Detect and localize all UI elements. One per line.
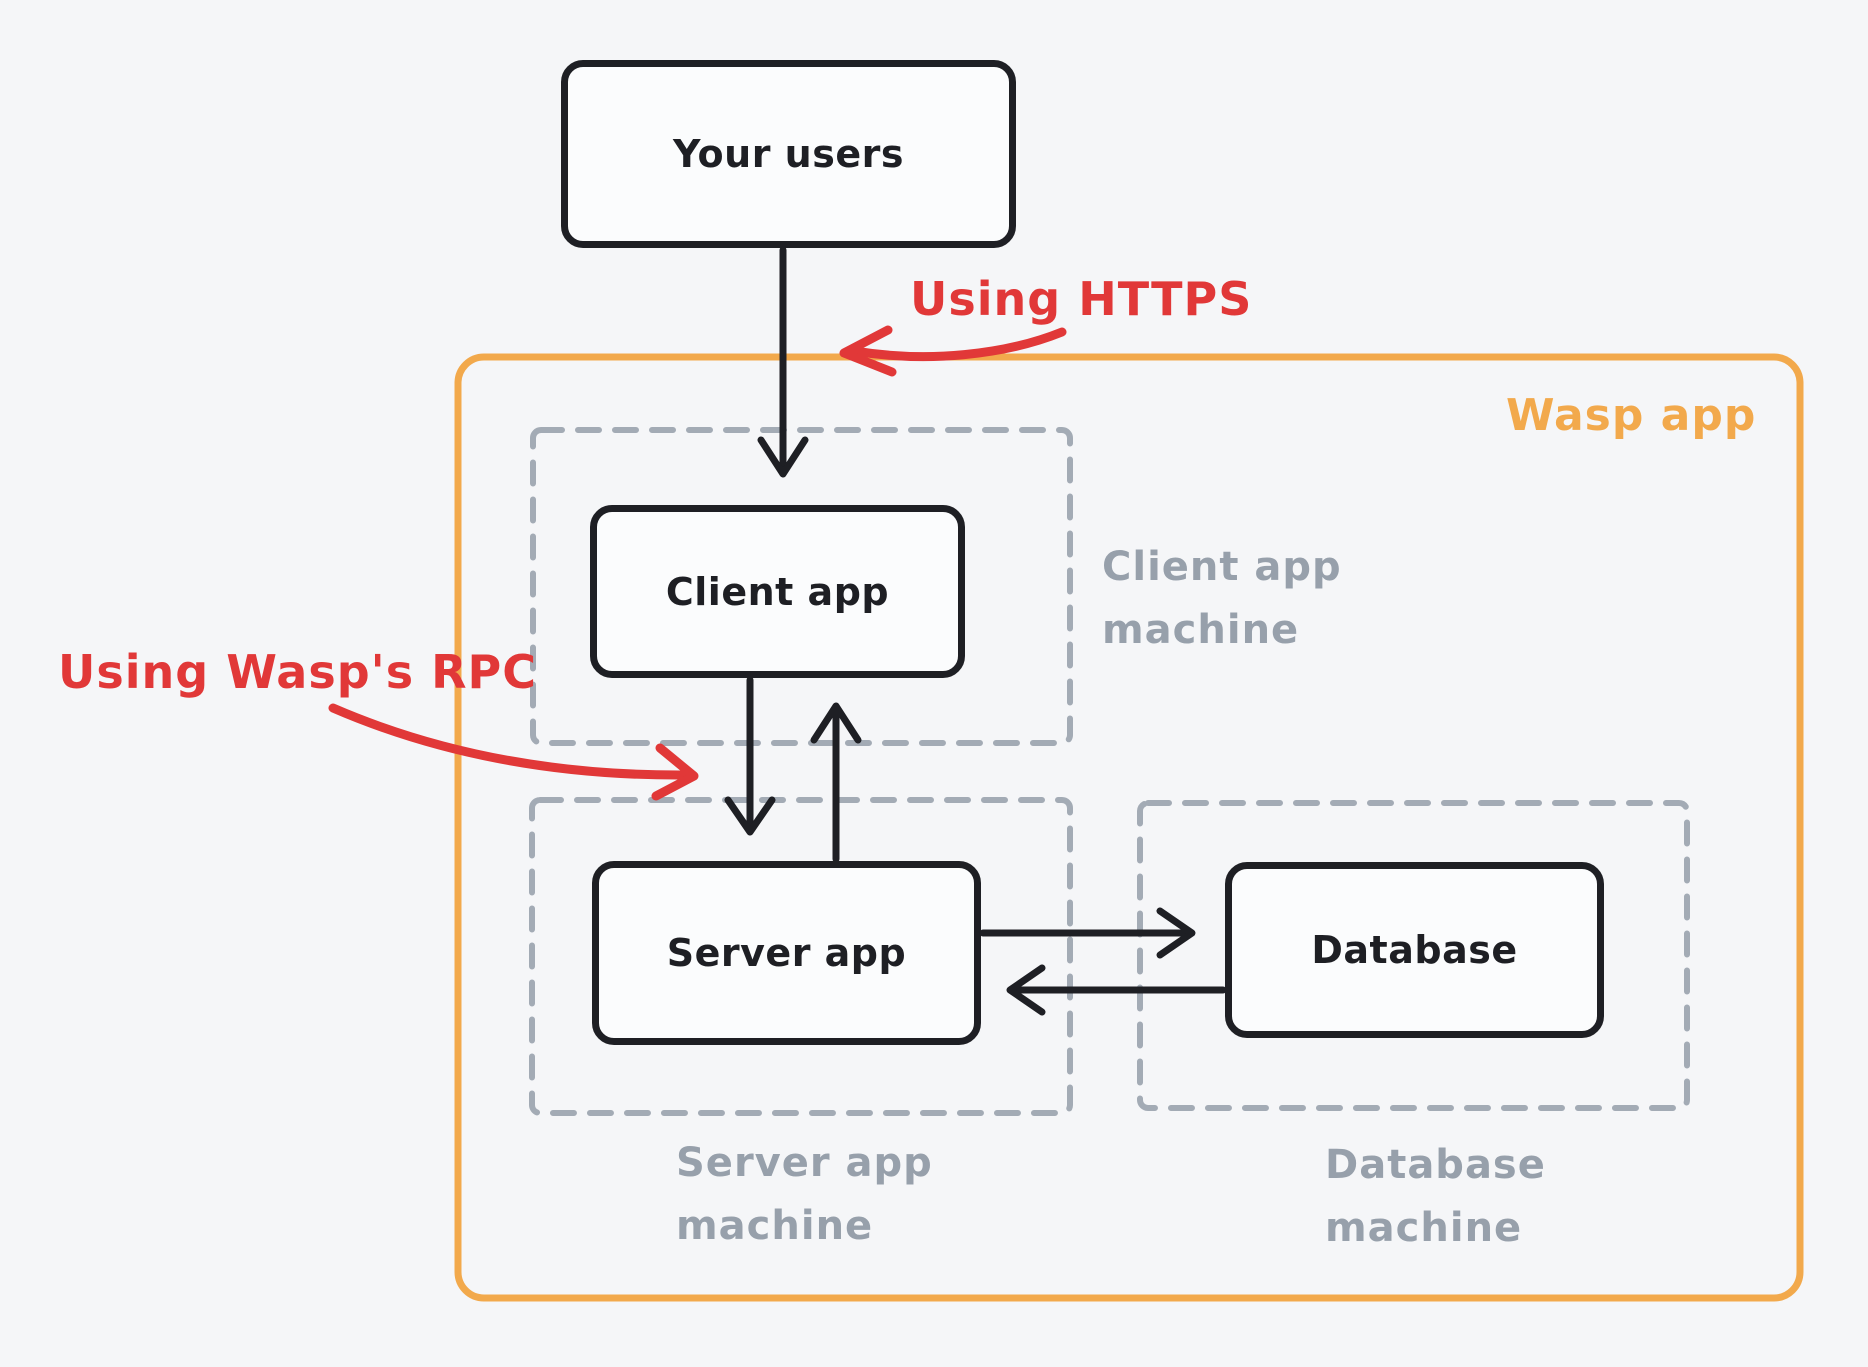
database-machine-label: Database machine [1325,1134,1546,1260]
server-machine-label-line1: Server app [676,1140,933,1186]
client-app-node: Client app [590,505,965,678]
arrow-database-to-server [1006,964,1227,1016]
database-label: Database [1311,928,1518,972]
wasp-app-label: Wasp app [1506,390,1757,441]
arrow-annotation-https [839,325,1067,377]
wasp-app-boundary [454,353,1804,1302]
your-users-node: Your users [561,60,1016,248]
database-node: Database [1225,862,1604,1038]
server-machine-label: Server app machine [676,1132,933,1258]
using-wasps-rpc-annotation: Using Wasp's RPC [58,645,538,699]
server-app-node: Server app [592,861,981,1045]
arrow-annotation-rpc [328,703,699,801]
arrow-client-to-server [724,676,776,836]
database-machine-boundary [1137,800,1690,1111]
server-machine-label-line2: machine [676,1203,874,1250]
server-machine-boundary [529,797,1073,1116]
arrow-server-to-client [810,702,862,863]
database-machine-label-line2: machine [1325,1205,1523,1252]
using-https-annotation: Using HTTPS [910,272,1253,326]
client-app-label: Client app [665,569,890,614]
client-machine-label: Client app machine [1102,536,1342,662]
client-machine-label-line2: machine [1102,607,1300,654]
arrow-users-to-client [757,246,809,478]
client-machine-label-line1: Client app [1102,544,1342,590]
your-users-label: Your users [673,132,904,176]
database-machine-label-line1: Database [1325,1142,1546,1188]
arrow-server-to-database [979,907,1196,959]
client-machine-boundary [530,427,1073,746]
server-app-label: Server app [666,931,907,975]
